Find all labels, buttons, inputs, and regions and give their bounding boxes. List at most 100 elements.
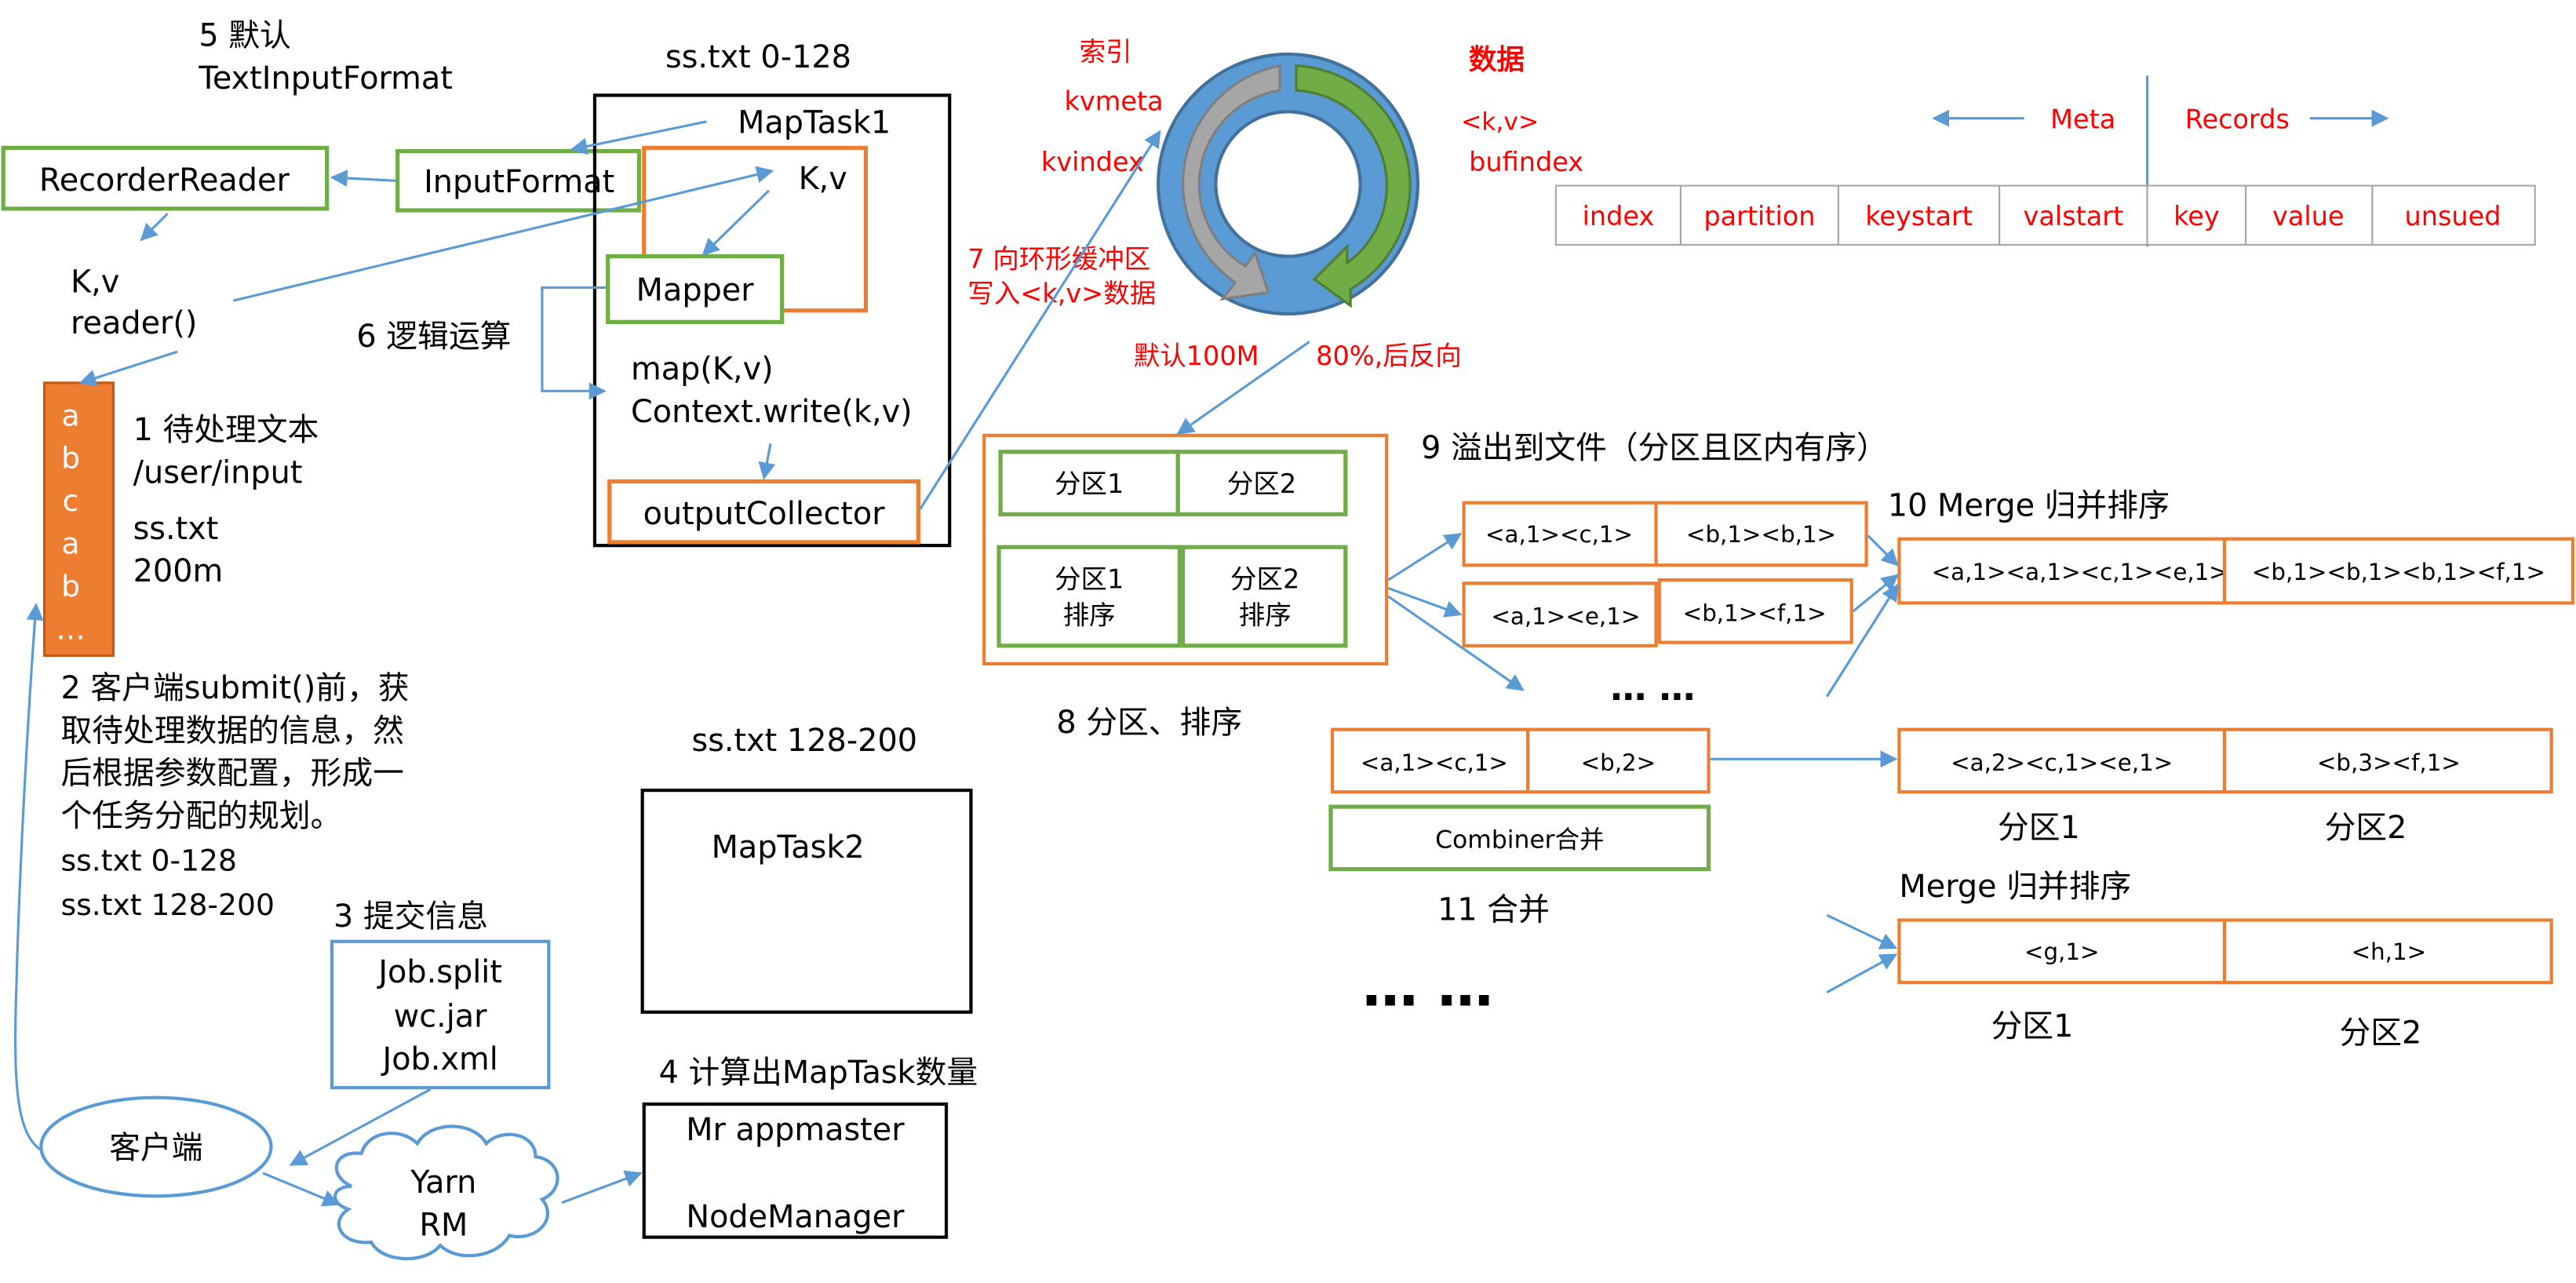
input-format-label: InputFormat [424,164,614,200]
spill2-partition1 [1462,581,1658,647]
kvindex-label: kvindex [1041,147,1144,177]
spill2-partition1-text: <a,1><e,1> [1491,603,1640,630]
reverse-80-label: 80%,后反向 [1316,341,1462,371]
file-letter: … [56,611,86,646]
meta-cell-valstart-text: valstart [2024,201,2124,231]
spill1-partition2-text: <b,1><b,1> [1686,521,1836,548]
partition1-box [998,450,1180,516]
final-partition1 [1897,918,2227,985]
kv-left-label: K,v [71,264,119,301]
file-letters: abcab… [56,398,86,646]
combined-partition2-caption: 分区2 [2325,810,2407,846]
partition1-label: 分区1 [1055,468,1124,499]
record-cell-key-text: key [2173,201,2220,231]
arrow-merge2 [1852,574,1900,613]
spill1-partition1-text: <a,1><c,1> [1485,521,1633,548]
final-partition1-text: <g,1> [2024,939,2100,965]
combiner-label: Combiner合并 [1435,826,1604,854]
client-ellipse [39,1095,273,1198]
arrow-inputformat-to-reader [330,169,396,188]
output-collector-box [607,479,921,545]
split-1-label: ss.txt 0-128 [60,844,237,878]
record-cell-key [2146,184,2247,246]
step9-label: 9 溢出到文件（分区且区内有序） [1421,430,1888,466]
nodemanager-label: NodeManager [686,1199,905,1235]
file-letter: a [61,527,79,561]
records-label: Records [2185,104,2290,134]
record-cell-unsued [2371,184,2536,246]
map-function-label: map(K,v) [631,352,774,388]
step1-size: 200m [133,553,224,589]
step6-label: 6 逻辑运算 [356,319,511,355]
data-label: 数据 [1469,44,1525,76]
arrow-maptask-to-inputformat [570,120,707,155]
step4-label: 4 计算出MapTask数量 [659,1055,978,1091]
arrow-reader-to-file [78,350,178,387]
merged-partition1-text: <a,1><a,1><c,1><e,1> [1932,559,2228,585]
arrow-collector-to-ring [919,129,1161,510]
file-letter: a [61,398,79,432]
record-cell-value-text: value [2272,201,2345,231]
meta-arc-arrow [1182,64,1281,301]
combine-input-partition2-text: <b,2> [1581,749,1656,776]
combined-partition2-text: <b,3><f,1> [2317,749,2461,776]
arrow-kv-to-mapper [701,189,770,257]
combined-partition2 [2222,727,2553,794]
input-file-block [42,381,115,657]
merged-partition2 [2222,537,2574,605]
final-partition2 [2222,918,2553,985]
arrow-context-to-collector [758,443,776,480]
file-letter: b [61,569,80,603]
arrow-merge3 [1825,583,1899,698]
final-partition1-caption: 分区1 [1991,1008,2074,1044]
file-letter: c [63,483,79,518]
client-label: 客户端 [109,1130,202,1166]
arrow-yarn-to-appmaster [561,1170,643,1205]
record-cell-value [2245,184,2374,246]
arrow-client-to-file [14,603,44,1151]
meta-cell-keystart-text: keystart [1865,201,1973,231]
merge-sort2-label: Merge 归并排序 [1899,869,2131,905]
job-files-box [330,939,551,1090]
data-arc-arrow [1295,64,1412,308]
arrow-client-to-yarn [262,1172,341,1207]
combiner-box [1328,804,1711,872]
arrow-job-to-client [289,1088,432,1166]
context-write-label: Context.write(k,v) [631,394,913,430]
step1-title: 1 待处理文本 [133,412,319,448]
maptask1-box [592,93,952,548]
meta-cell-valstart [1998,184,2148,246]
step1-path: /user/input [133,455,303,491]
file-letter: b [61,441,80,476]
final-partition2-caption: 分区2 [2339,1015,2421,1052]
yarn-label: Yarn [410,1165,476,1201]
file-split2-header: ss.txt 128-200 [691,723,917,759]
bottom-ellipsis: … … [1362,953,1493,1019]
partition2-sort-line2: 排序 [1239,600,1292,631]
combine-input-partition2 [1526,727,1711,794]
combine-input-partition1-text: <a,1><c,1> [1361,749,1508,776]
step2-line-1: 2 客户端submit()前，获 [60,670,409,706]
meta-label: Meta [2050,104,2115,134]
arrow-mapper-to-map [541,286,607,400]
arrow-spill1 [1387,533,1463,581]
arrow-spill2 [1387,587,1463,618]
arrow-spill3 [1387,595,1525,691]
kv-data-label: <k,v> [1461,108,1539,136]
index-label: 索引 [1080,36,1132,67]
appmaster-box [642,1102,949,1239]
step5-title: 5 默认 [199,18,290,54]
maptask1-label: MapTask1 [738,105,891,141]
step2-line-4: 个任务分配的规划。 [60,798,341,834]
meta-cell-index [1554,184,1682,246]
arrow-ring-to-partition [1176,341,1310,436]
arrow-kv-to-maptask [232,166,774,302]
partition2-box [1175,450,1348,516]
spill2-partition2 [1657,578,1853,644]
step2-line-3: 后根据参数配置，形成一 [60,756,403,792]
reader-function-label: reader() [71,305,197,341]
record-cell-unsued-text: unsued [2405,201,2501,231]
wc-jar-label: wc.jar [394,999,487,1035]
arrow-final-merge1 [1826,913,1898,949]
input-format-box [395,149,642,213]
